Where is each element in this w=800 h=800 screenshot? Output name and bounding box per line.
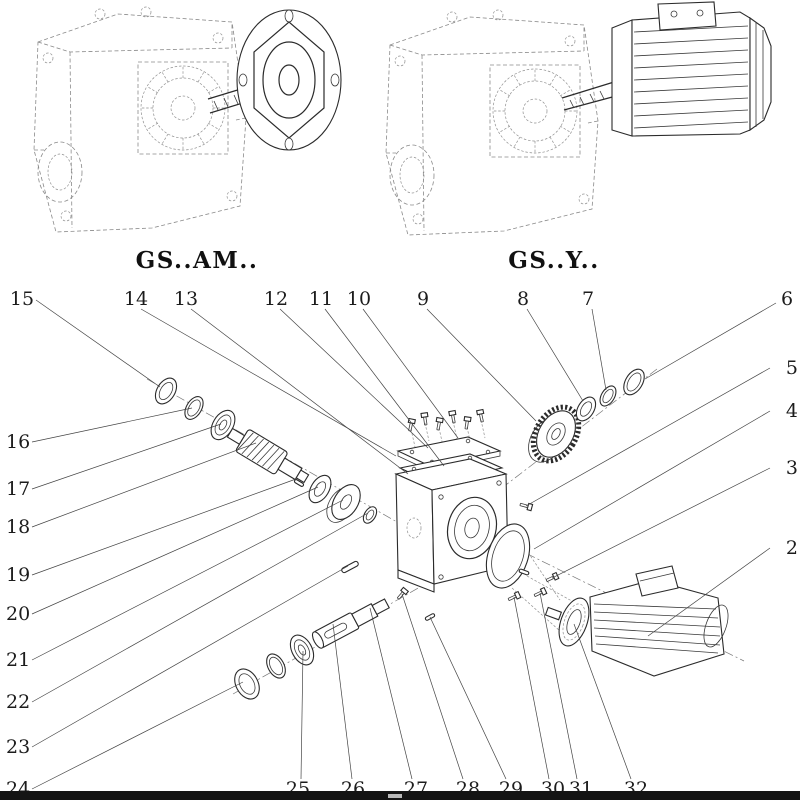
callout-5: 5	[786, 357, 798, 379]
callout-2: 2	[786, 537, 798, 559]
gearbox-housing-outline-2	[385, 9, 599, 236]
leader-line-9	[426, 308, 537, 422]
gearbox-housing-outline	[33, 6, 247, 233]
leader-line-30	[513, 596, 550, 780]
callout-10: 10	[347, 288, 371, 310]
callout-20: 20	[6, 603, 30, 625]
leader-line-23	[31, 565, 349, 748]
callout-19: 19	[6, 564, 30, 586]
output-circlip	[266, 653, 286, 679]
leader-line-4	[533, 410, 771, 550]
key-23	[341, 560, 359, 574]
leader-line-21	[31, 499, 344, 661]
leader-line-18	[31, 442, 257, 528]
leader-line-3	[551, 467, 771, 579]
motor-top-drawing	[561, 1, 772, 137]
bearing-20	[308, 474, 332, 504]
spacer-8	[575, 396, 597, 422]
callout-12: 12	[264, 288, 288, 310]
output-flange-drawing	[207, 9, 342, 151]
oil-seal-15	[154, 377, 178, 405]
callout-7: 7	[582, 288, 594, 310]
callout-23: 23	[6, 736, 30, 758]
leader-line-10	[362, 308, 459, 439]
output-bearing-25	[289, 634, 315, 666]
leader-line-25	[300, 650, 304, 780]
leader-line-20	[31, 486, 319, 615]
model-label-y: GS..Y..	[508, 247, 599, 274]
leader-line-6	[644, 302, 777, 380]
leader-line-7	[591, 308, 607, 391]
leader-line-22	[31, 512, 369, 703]
callout-17: 17	[6, 478, 30, 500]
leader-line-15	[35, 299, 161, 388]
output-shaft-26	[311, 598, 390, 649]
leader-line-2	[647, 547, 771, 637]
callout-14: 14	[124, 288, 148, 310]
callout-11: 11	[309, 288, 333, 310]
motor-exploded	[544, 565, 729, 677]
leader-line-26	[332, 623, 353, 780]
callout-4: 4	[786, 400, 798, 422]
callout-21: 21	[6, 649, 30, 671]
callout-22: 22	[6, 691, 30, 713]
leader-line-31	[539, 592, 578, 780]
leader-line-19	[31, 478, 297, 576]
leader-line-28	[401, 593, 464, 780]
footer-bar	[0, 791, 800, 800]
leader-line-5	[525, 367, 771, 507]
callout-15: 15	[10, 288, 34, 310]
seal-ring-6	[623, 368, 645, 396]
circlip-7	[599, 385, 617, 407]
worm-gear-9	[528, 404, 582, 464]
callout-3: 3	[786, 457, 798, 479]
leader-line-17	[31, 423, 222, 490]
model-label-am: GS..AM..	[136, 247, 259, 274]
output-seal-24	[234, 668, 260, 700]
callout-8: 8	[517, 288, 529, 310]
leader-line-11	[324, 308, 445, 467]
gearbox-am-view	[33, 6, 342, 233]
leader-line-14	[140, 308, 397, 457]
leader-line-24	[31, 681, 244, 790]
leader-line-16	[31, 407, 193, 443]
callout-9: 9	[417, 288, 429, 310]
washer-disc-21	[326, 484, 361, 523]
flange-ring-4	[485, 523, 531, 589]
leader-line-13	[190, 308, 409, 475]
callout-6: 6	[781, 288, 793, 310]
spacer-ring-22	[362, 506, 378, 524]
callout-18: 18	[6, 516, 30, 538]
leader-line-8	[526, 308, 584, 402]
leader-line-32	[573, 623, 632, 780]
bolt-guide-lines	[410, 419, 486, 448]
leader-line-27	[369, 607, 413, 780]
gearbox-y-view	[385, 1, 772, 236]
leader-line-12	[279, 308, 429, 449]
leader-line-29	[429, 616, 507, 780]
cover-bolts	[406, 408, 486, 433]
callout-13: 13	[174, 288, 198, 310]
worm-shaft-18	[226, 427, 310, 484]
exploded-view	[146, 368, 745, 700]
callout-16: 16	[6, 431, 30, 453]
retaining-ring-16	[184, 396, 204, 420]
